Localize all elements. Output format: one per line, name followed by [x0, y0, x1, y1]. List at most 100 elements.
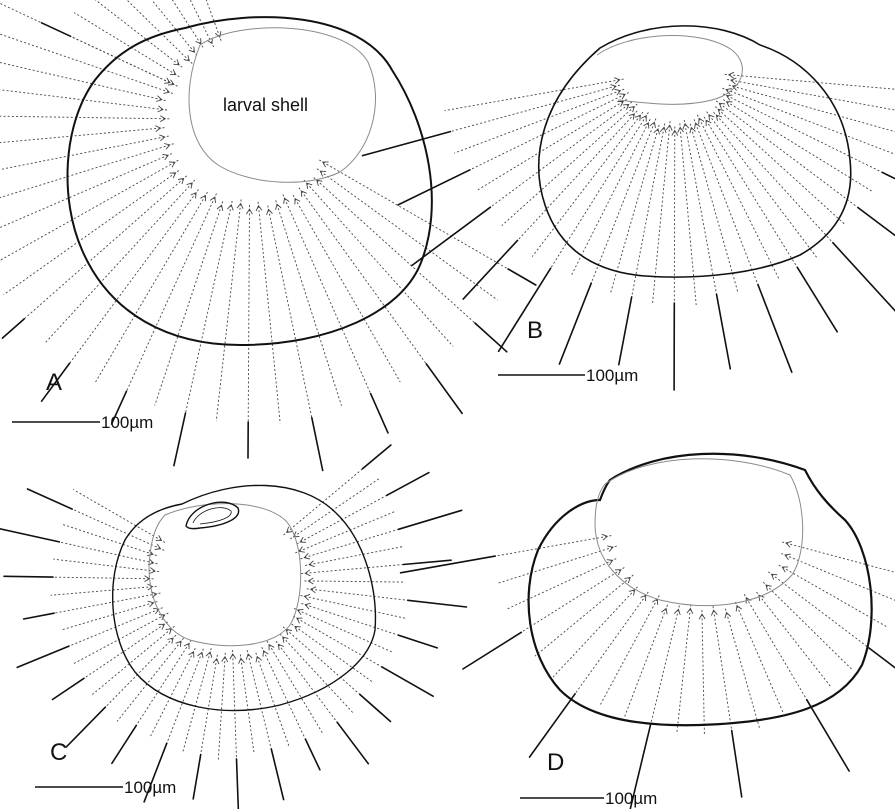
panel-a-dotted-growth-ray — [0, 135, 169, 171]
panel-d-dotted-growth-ray — [624, 604, 668, 718]
panel-c-letter: C — [50, 739, 67, 766]
panel-c-dotted-growth-ray — [304, 580, 406, 583]
panel-d-dotted-growth-ray — [781, 553, 895, 601]
panel-d-dotted-growth-ray — [573, 591, 649, 696]
panel-d-dotted-growth-ray — [552, 586, 638, 678]
panel-a-growth-arrow-head — [163, 87, 171, 94]
panel-a-growth-arrow-head — [159, 115, 167, 122]
panel-c-growth-arrow-head — [188, 651, 195, 658]
panel-c-solid-growth-ray — [22, 612, 55, 620]
panel-a-growth-arrow-head — [177, 177, 185, 185]
panel-b-growth-arrow-head — [634, 114, 641, 122]
panel-c-growth-arrow-head — [303, 593, 311, 601]
panel-a-growth-arrow-head — [283, 197, 290, 205]
panel-c-protoconch-knob — [185, 501, 240, 530]
panel-b-solid-growth-ray — [361, 130, 452, 157]
panel-d-dotted-growth-ray — [493, 535, 612, 557]
panel-a-growth-arrow-head — [246, 208, 253, 215]
panel-a-growth-arrow-head — [319, 170, 327, 177]
panel-c-dotted-growth-ray — [293, 607, 393, 653]
panel-b-dotted-growth-ray — [468, 92, 629, 172]
panel-d-growth-arrow-head — [781, 566, 789, 573]
panel-c-growth-arrow-head — [147, 583, 154, 591]
panel-d-solid-growth-ray — [629, 723, 652, 809]
panel-d-growth-arrow-head — [784, 553, 791, 560]
panel-a-growth-arrow-head — [163, 143, 171, 150]
panel-b-solid-growth-ray — [881, 171, 895, 180]
panel-b-larval-shell-outline — [596, 34, 743, 105]
panel-d-solid-growth-ray — [805, 698, 850, 772]
panel-a-dotted-growth-ray — [73, 12, 180, 78]
panel-a-dotted-growth-ray — [94, 0, 183, 68]
panel-d-letter: D — [547, 749, 564, 776]
panel-a-growth-arrow-head — [266, 208, 273, 216]
panel-b-dotted-growth-ray — [679, 123, 697, 306]
panel-a-growth-arrow-head — [169, 172, 177, 179]
panel-c-solid-growth-ray — [143, 742, 168, 803]
panel-a-solid-growth-ray — [173, 412, 187, 467]
panel-d-growth-arrow-head — [710, 609, 718, 616]
panel-d-dotted-growth-ray — [701, 610, 705, 735]
panel-b-dotted-growth-ray — [448, 84, 620, 133]
panel-a-dotted-growth-ray — [316, 168, 498, 301]
panel-d-solid-growth-ray — [868, 647, 895, 669]
panel-a-solid-growth-ray — [310, 416, 324, 472]
panel-c-dotted-growth-ray — [92, 625, 175, 695]
panel-c-growth-arrow-head — [282, 636, 289, 643]
panel-b-growth-arrow-head — [614, 77, 621, 84]
panel-a-dotted-growth-ray — [68, 189, 199, 366]
panel-a-dotted-growth-ray — [43, 179, 196, 345]
panel-d-solid-growth-ray — [399, 555, 497, 574]
panel-d-growth-arrow-head — [785, 540, 792, 548]
panel-b-growth-arrow-head — [610, 84, 617, 91]
panel-a-growth-arrow-head — [216, 204, 224, 211]
panel-c-growth-arrow-head — [303, 552, 311, 560]
panel-c-dotted-growth-ray — [290, 477, 380, 540]
panel-d-solid-growth-ray — [528, 692, 576, 758]
panel-a-growth-arrow-head — [214, 31, 222, 38]
panel-b-growth-arrow-head — [653, 128, 660, 135]
panel-a-solid-growth-ray — [425, 363, 463, 415]
panel-b-growth-arrow-head — [698, 117, 705, 125]
panel-d-solid-growth-ray — [462, 631, 523, 670]
panel-c-solid-growth-ray — [16, 645, 70, 669]
panel-a-dotted-growth-ray — [125, 193, 217, 394]
panel-c-dotted-growth-ray — [72, 489, 166, 543]
panel-c-growth-arrow-head — [149, 567, 156, 574]
panel-a-larval-shell-label: larval shell — [223, 95, 308, 115]
panel-b-dotted-growth-ray — [696, 114, 780, 279]
panel-d-scale-label: 100µm — [605, 789, 657, 808]
panel-c-dotted-growth-ray — [103, 634, 177, 709]
panel-a-dotted-growth-ray — [151, 0, 198, 56]
panel-c-solid-growth-ray — [381, 666, 434, 698]
panel-b-solid-growth-ray — [715, 293, 732, 370]
panel-d-growth-arrow-head — [673, 608, 681, 616]
panel-a-dotted-growth-ray — [0, 127, 165, 144]
panel-b-growth-arrow-head — [622, 103, 630, 110]
panel-d-growth-arrow-head — [770, 573, 778, 580]
panel-b-dotted-growth-ray — [501, 103, 638, 227]
panel-c-dotted-growth-ray — [165, 648, 204, 746]
panel-c-dotted-growth-ray — [305, 545, 404, 566]
panel-b-growth-arrow-head — [619, 93, 626, 100]
panel-c-scale-label: 100µm — [124, 778, 176, 797]
panel-c-solid-growth-ray — [361, 444, 392, 470]
panel-b-growth-arrow-head — [617, 100, 625, 107]
panel-b-growth-arrow-head — [677, 126, 684, 133]
panel-b-dotted-growth-ray — [488, 101, 633, 209]
panel-b-growth-arrow-head — [715, 114, 723, 121]
panel-b-dotted-growth-ray — [693, 119, 760, 287]
panel-c-solid-growth-ray — [397, 634, 439, 649]
panel-a-growth-arrow-head — [156, 95, 163, 102]
panel-b-growth-arrow-head — [727, 71, 735, 79]
panel-a-shell-outline — [66, 16, 433, 347]
panel-c-solid-growth-ray — [111, 724, 138, 765]
panel-c-dotted-growth-ray — [53, 558, 160, 573]
panel-c-growth-arrow-head — [292, 531, 300, 538]
panel-b-dotted-growth-ray — [706, 111, 818, 258]
panel-a-growth-arrow-head — [162, 153, 170, 161]
panel-a-growth-rays — [0, 0, 537, 472]
panel-b-growth-arrow-head — [614, 89, 622, 96]
panel-a-growth-arrow-head — [300, 190, 307, 197]
panel-b-solid-growth-ray — [617, 296, 633, 366]
